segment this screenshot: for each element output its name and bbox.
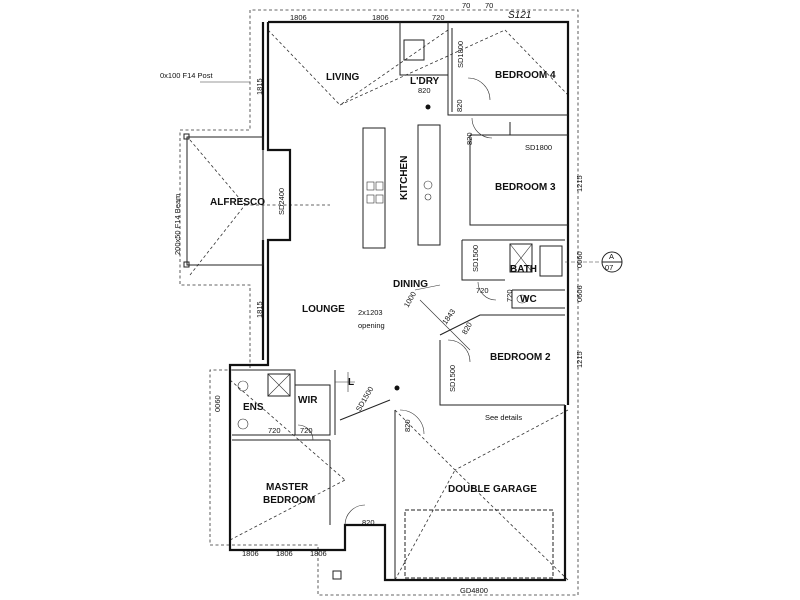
- room-laundry: L'DRY: [410, 76, 440, 87]
- room-master-line2: BEDROOM: [263, 495, 315, 506]
- section-marker: A 07: [565, 251, 623, 273]
- right-dim-2: 0060: [575, 251, 584, 268]
- room-kitchen: KITCHEN: [399, 156, 410, 200]
- sd1800-bed3: SD1800: [525, 143, 552, 152]
- right-dim-3: 0606: [575, 285, 584, 302]
- room-alfresco: ALFRESCO: [210, 197, 265, 208]
- sd1500-lounge: SD1500: [354, 385, 375, 413]
- bottom-dim-3: 1806: [310, 549, 327, 558]
- alfresco-area: [183, 133, 264, 268]
- room-labels: LIVING L'DRY BEDROOM 4 KITCHEN BEDROOM 3…: [210, 70, 556, 506]
- dimensions: S121 1806 1806 720 70 70 1806 1806 1806 …: [160, 1, 584, 558]
- left-dim-2: 1815: [255, 301, 264, 318]
- door-720-ens: 720: [268, 426, 281, 435]
- room-garage: DOUBLE GARAGE: [448, 484, 537, 495]
- room-bedroom3: BEDROOM 3: [495, 182, 556, 193]
- left-dim-1: 1815: [255, 78, 264, 95]
- beam-note: 200x50 F14 Beam: [173, 194, 182, 255]
- room-bedroom2: BEDROOM 2: [490, 352, 551, 363]
- room-master-line1: MASTER: [266, 482, 309, 493]
- room-linen: L: [348, 377, 354, 388]
- right-dim-4: 1215: [575, 351, 584, 368]
- top-corner-text: S121: [508, 10, 531, 21]
- annotations: SD1800 SD1800 SD2400 SD1500 SD1500 SD150…: [268, 41, 552, 595]
- bottom-dim-2: 1806: [276, 549, 293, 558]
- door-720-bath: 720: [476, 286, 489, 295]
- door-720-wir: 720: [300, 426, 313, 435]
- top-dim-2: 1806: [372, 13, 389, 22]
- door-820-bed2: 820: [460, 321, 474, 336]
- see-details: See details: [485, 413, 522, 422]
- sd1500-bath: SD1500: [471, 245, 480, 272]
- room-bath: BATH: [510, 264, 537, 275]
- bottom-dim-1: 1806: [242, 549, 259, 558]
- door-820-bed4: 820: [455, 99, 464, 112]
- room-wc: WC: [520, 294, 537, 305]
- room-bedroom4: BEDROOM 4: [495, 70, 556, 81]
- top-dim-3: 720: [432, 13, 445, 22]
- room-dining: DINING: [393, 279, 428, 290]
- section-letter: A: [609, 252, 614, 261]
- door-820-bed3: 820: [465, 132, 474, 145]
- room-ens: ENS: [243, 402, 264, 413]
- dim-1000: 1000: [402, 290, 418, 309]
- sd2400: SD2400: [277, 188, 286, 215]
- top-dim-1: 1806: [290, 13, 307, 22]
- room-living: LIVING: [326, 72, 360, 83]
- dim-1843: 1843: [440, 307, 457, 326]
- top-dim-4: 70: [462, 1, 470, 10]
- sd1800-bed4: SD1800: [456, 41, 465, 68]
- door-swings: [297, 77, 497, 526]
- room-wir: WIR: [298, 395, 318, 406]
- door-820-ldry: 820: [418, 86, 431, 95]
- section-number: 07: [605, 263, 613, 272]
- right-dim-1: 1215: [575, 175, 584, 192]
- door-820-garage: 820: [403, 419, 412, 432]
- roof-outline: [179, 9, 579, 596]
- garage-door: GD4800: [460, 586, 488, 595]
- sd1500-bed2: SD1500: [448, 365, 457, 392]
- door-820-master: 820: [362, 518, 375, 527]
- left-dim-3: 0060: [213, 395, 222, 412]
- plan-markers: [332, 104, 431, 580]
- door-720-wc: 720: [505, 289, 514, 302]
- opening-size: 2x1203: [358, 308, 383, 317]
- post-note: 0x100 F14 Post: [160, 71, 213, 80]
- top-dim-5: 70: [485, 1, 493, 10]
- room-lounge: LOUNGE: [302, 304, 345, 315]
- opening-word: opening: [358, 321, 385, 330]
